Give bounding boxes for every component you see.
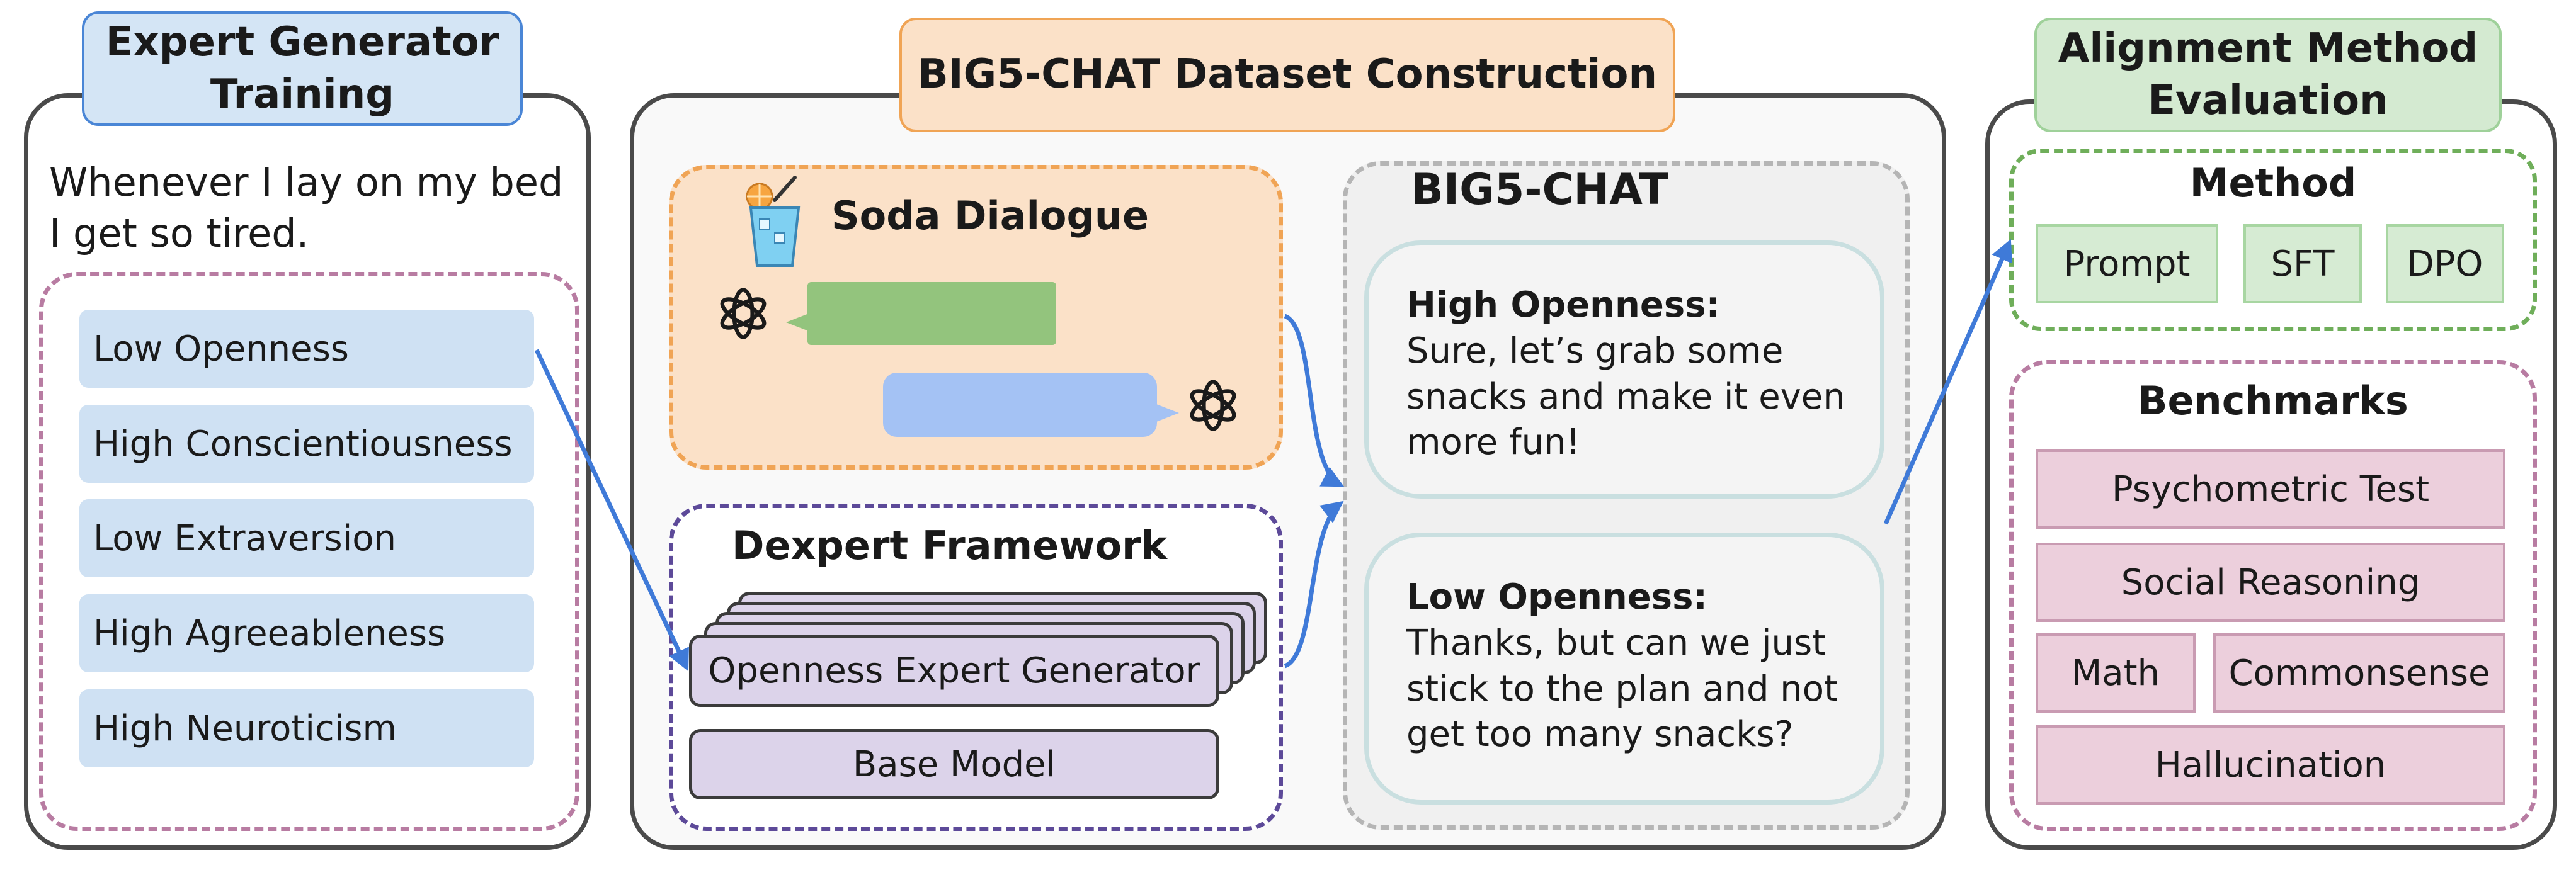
- benchmark-math: Math: [2036, 633, 2196, 713]
- method-dpo: DPO: [2386, 224, 2504, 303]
- trait-high-conscientiousness: High Conscientiousness: [79, 405, 534, 483]
- benchmark-commonsense: Commonsense: [2213, 633, 2505, 713]
- method-title: Method: [2189, 160, 2357, 206]
- low-openness-card: Low Openness: Thanks, but can we just st…: [1364, 533, 1884, 805]
- low-openness-text: Thanks, but can we just stick to the pla…: [1406, 622, 1838, 755]
- benchmarks-title: Benchmarks: [2138, 378, 2408, 424]
- dataset-construction-title: BIG5-CHAT Dataset Construction: [899, 18, 1675, 132]
- soda-dialogue-title: Soda Dialogue: [831, 193, 1149, 239]
- base-model: Base Model: [689, 729, 1219, 799]
- drink-icon: [746, 176, 801, 267]
- dexpert-framework-title: Dexpert Framework: [732, 523, 1167, 568]
- big5-chat-title: BIG5-CHAT: [1411, 165, 1669, 215]
- trait-high-neuroticism: High Neuroticism: [79, 689, 534, 767]
- green-chat-bubble: [807, 282, 1056, 345]
- method-sft: SFT: [2243, 224, 2362, 303]
- benchmark-psychometric-test: Psychometric Test: [2036, 449, 2505, 529]
- left-title-text: Expert Generator Training: [105, 18, 499, 118]
- expert-generator-training-title: Expert Generator Training: [82, 11, 523, 126]
- trait-low-openness: Low Openness: [79, 310, 534, 388]
- blue-chat-bubble: [883, 373, 1157, 437]
- openness-expert-generator: Openness Expert Generator: [689, 635, 1219, 707]
- trait-low-extraversion: Low Extraversion: [79, 499, 534, 577]
- high-openness-heading: High Openness:: [1406, 285, 1720, 325]
- alignment-evaluation-title: Alignment Method Evaluation: [2034, 18, 2502, 132]
- green-bubble-tail: [786, 314, 809, 331]
- openai-logo-icon-2: [1190, 380, 1236, 431]
- blue-bubble-tail: [1156, 404, 1179, 422]
- prompt-text: Whenever I lay on my bed I get so tired.: [49, 159, 564, 256]
- benchmarks-group: [2009, 360, 2537, 831]
- method-prompt: Prompt: [2036, 224, 2218, 303]
- center-title-text: BIG5-CHAT Dataset Construction: [917, 51, 1658, 98]
- benchmark-hallucination: Hallucination: [2036, 725, 2505, 805]
- openai-logo-icon: [720, 288, 767, 339]
- high-openness-card: High Openness: Sure, let’s grab some sna…: [1364, 240, 1884, 499]
- low-openness-heading: Low Openness:: [1406, 577, 1707, 618]
- high-openness-text: Sure, let’s grab some snacks and make it…: [1406, 330, 1845, 463]
- right-title-text: Alignment Method Evaluation: [2058, 25, 2478, 124]
- benchmark-social-reasoning: Social Reasoning: [2036, 543, 2505, 622]
- trait-high-agreeableness: High Agreeableness: [79, 594, 534, 672]
